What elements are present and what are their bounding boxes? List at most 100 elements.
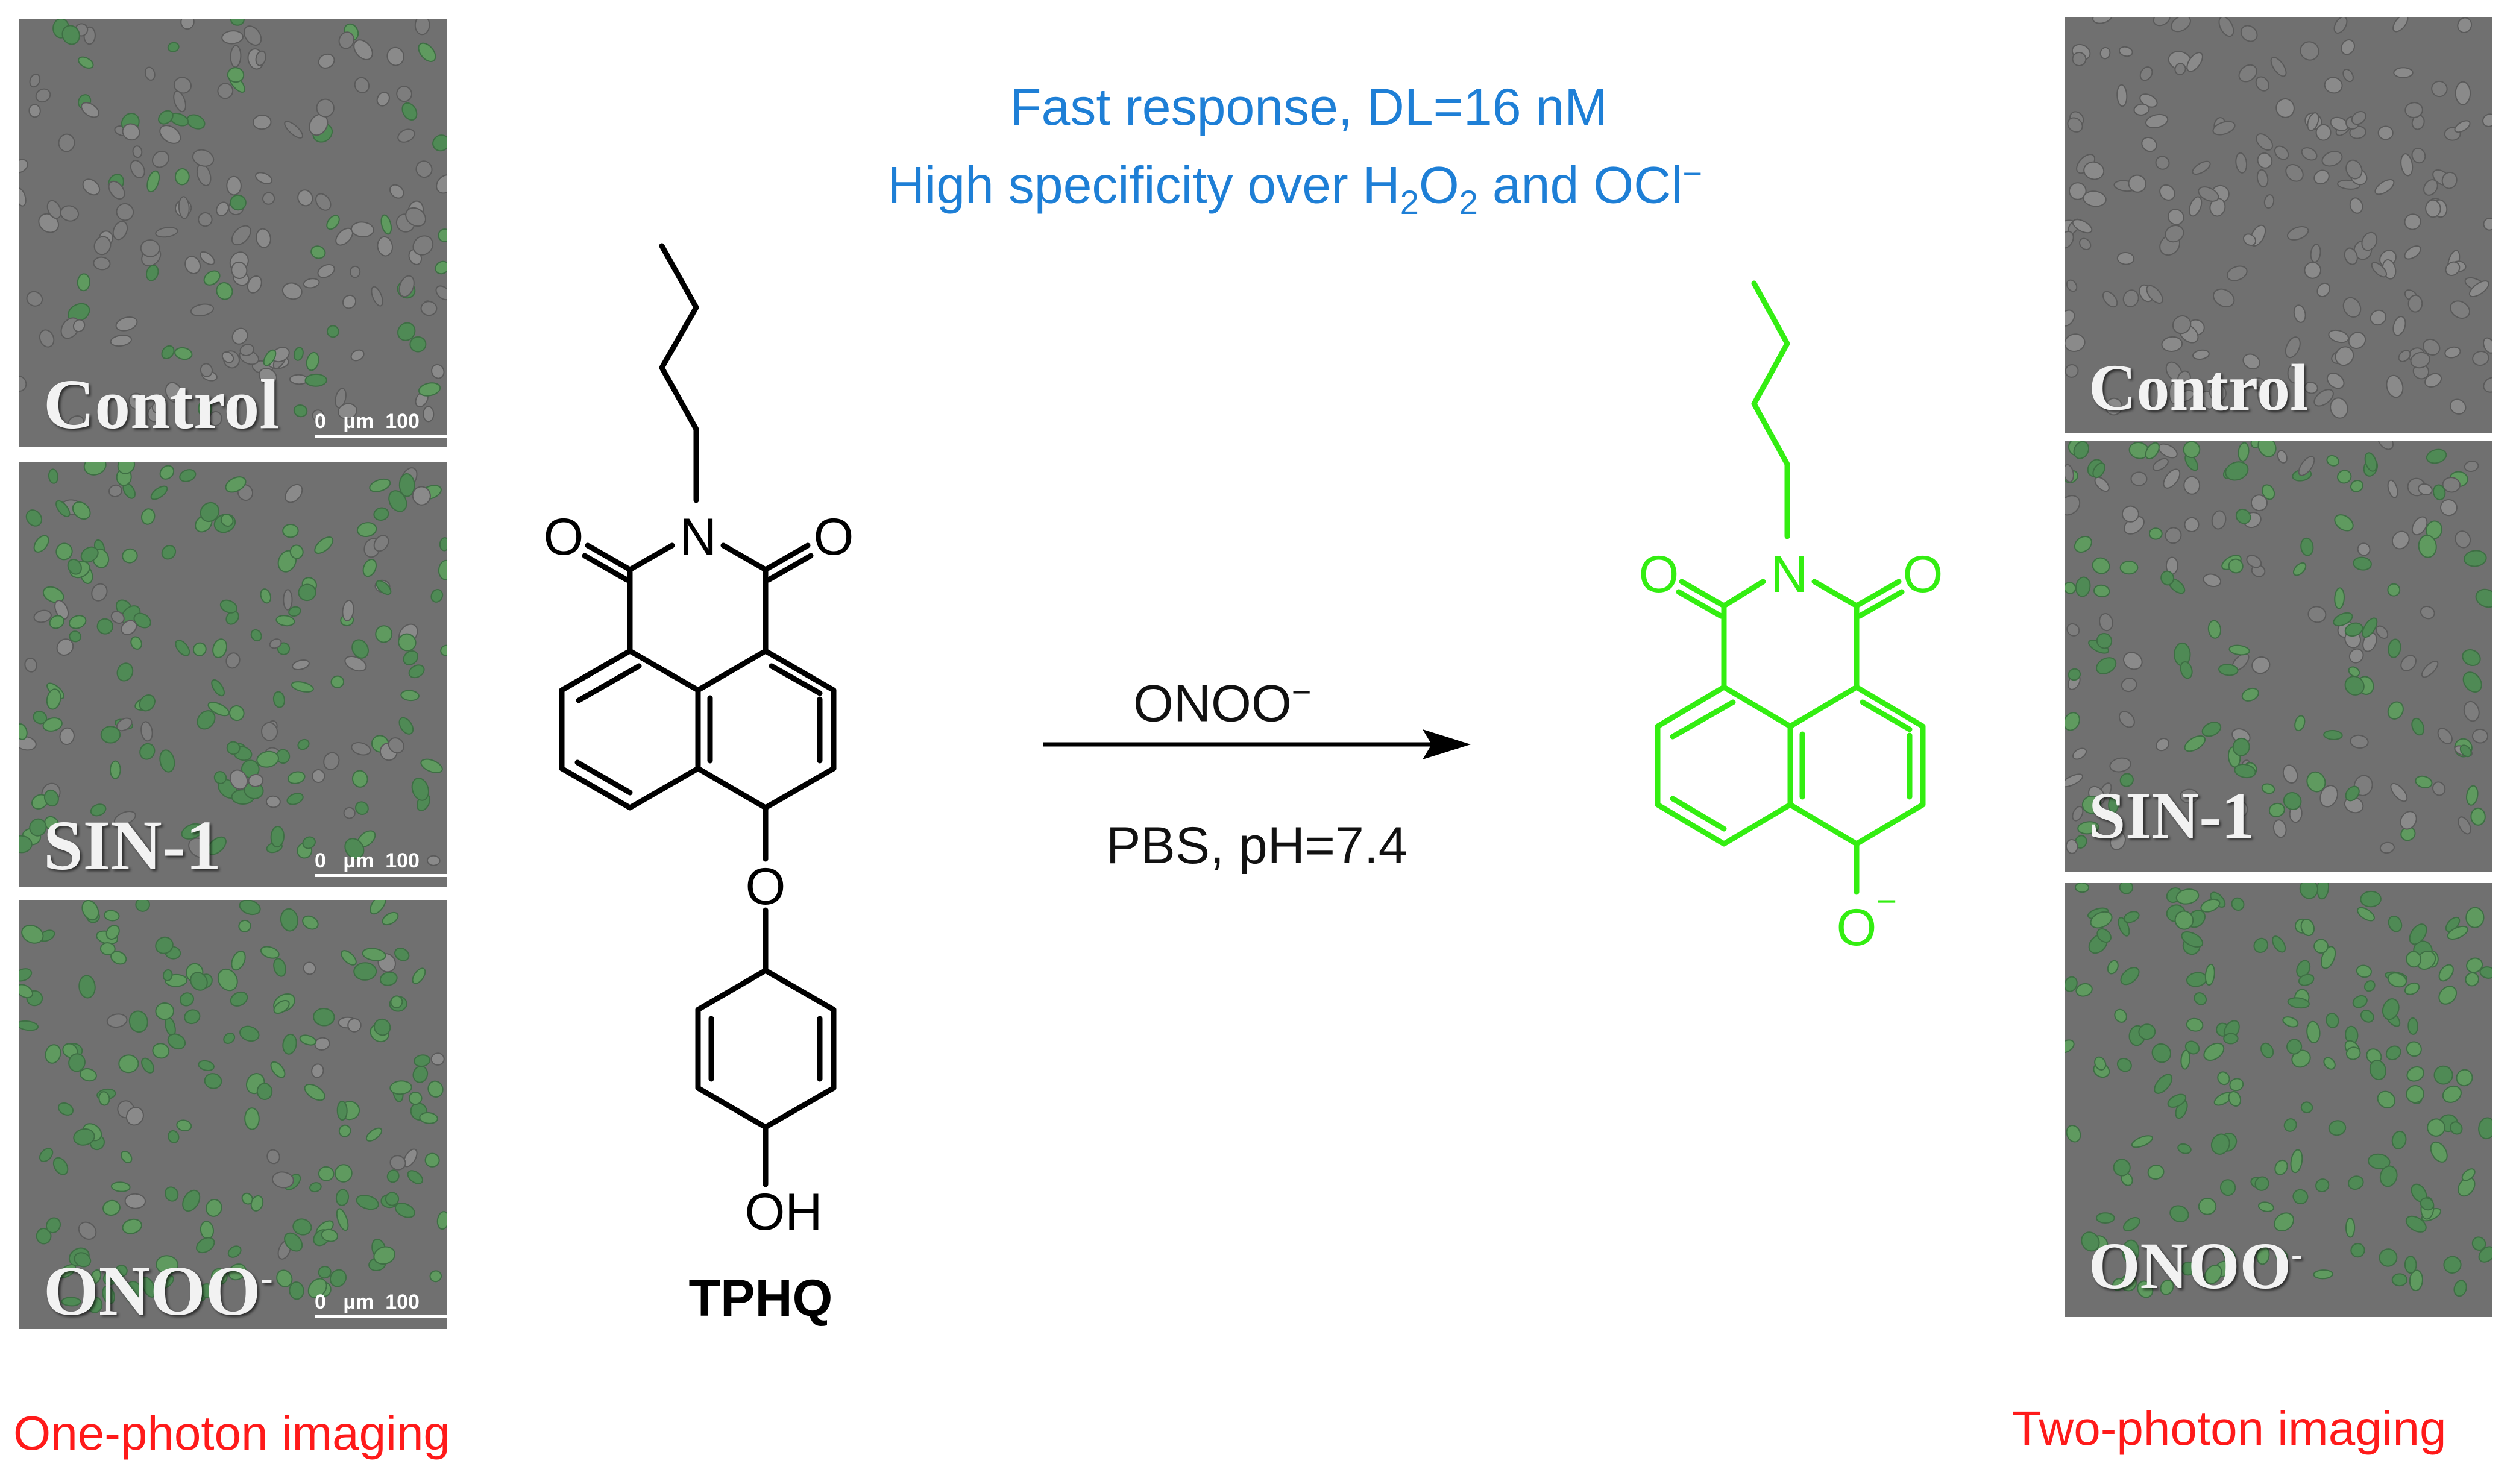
product-bonds xyxy=(1655,280,1926,895)
cell xyxy=(355,801,369,816)
cell xyxy=(2450,300,2471,319)
cell xyxy=(19,1020,39,1031)
scale-unit: μm xyxy=(343,1291,374,1313)
cell xyxy=(2203,1042,2225,1061)
cell xyxy=(2192,160,2211,175)
cell xyxy=(284,121,303,139)
cell xyxy=(102,1199,121,1216)
cell xyxy=(57,1102,74,1116)
cell xyxy=(2411,148,2426,164)
cell xyxy=(2344,676,2365,696)
cell xyxy=(2404,1256,2417,1274)
cell xyxy=(2344,622,2363,637)
cell xyxy=(2065,712,2080,731)
cell xyxy=(2461,1168,2476,1181)
cell xyxy=(121,620,137,635)
cell xyxy=(255,50,266,66)
cell xyxy=(213,771,227,784)
cell xyxy=(2252,377,2266,389)
cell xyxy=(2075,983,2093,997)
cell xyxy=(45,1044,61,1064)
cell xyxy=(61,25,80,45)
cell xyxy=(430,589,444,603)
cell xyxy=(269,638,282,649)
cell xyxy=(2418,483,2433,495)
cell xyxy=(2186,52,2203,72)
cell xyxy=(2165,225,2184,243)
cell xyxy=(2120,967,2140,986)
cell xyxy=(225,611,239,625)
cell xyxy=(2262,484,2275,500)
cell xyxy=(342,294,357,309)
cell xyxy=(2207,620,2221,639)
cell xyxy=(380,214,392,235)
cell xyxy=(309,1182,322,1193)
left-panel-control: Control 0 μm 100 xyxy=(19,19,447,447)
cell xyxy=(2341,39,2356,55)
scale-zero: 0 xyxy=(315,410,326,433)
cell xyxy=(2154,1074,2173,1094)
cell xyxy=(2326,372,2345,389)
cell xyxy=(2251,656,2271,674)
cell xyxy=(286,793,304,805)
cell xyxy=(2387,701,2404,720)
cell xyxy=(216,201,230,216)
cell xyxy=(118,1054,139,1074)
cell xyxy=(326,325,339,338)
scale-zero: 0 xyxy=(315,849,326,872)
cell xyxy=(2392,316,2406,336)
cell xyxy=(330,675,345,688)
cell xyxy=(2371,262,2388,278)
cell xyxy=(2096,633,2113,649)
cell xyxy=(159,749,175,773)
cell xyxy=(19,984,33,999)
cell xyxy=(2427,1118,2445,1137)
cell xyxy=(2274,145,2289,160)
cell xyxy=(2184,517,2200,532)
cell xyxy=(2118,711,2135,728)
cell xyxy=(347,1018,362,1033)
cell xyxy=(389,1155,406,1171)
atom-o-right: O xyxy=(1903,545,1943,603)
cell xyxy=(2387,583,2401,597)
cell xyxy=(260,722,278,741)
cell xyxy=(2465,907,2485,928)
cell xyxy=(2391,1273,2408,1287)
cell xyxy=(272,691,285,708)
cell xyxy=(429,1270,442,1283)
cell xyxy=(2242,353,2260,370)
cell xyxy=(373,507,389,521)
cell xyxy=(2257,152,2273,169)
cell xyxy=(2330,397,2348,419)
cell xyxy=(2181,931,2204,948)
cell xyxy=(238,919,251,932)
cell xyxy=(61,1297,81,1307)
cell xyxy=(68,1053,86,1072)
cell xyxy=(2119,773,2134,787)
cell xyxy=(2315,1178,2330,1193)
cell xyxy=(2065,976,2078,992)
cell xyxy=(19,187,27,207)
note-fast-response: Fast response, DL=16 nM xyxy=(1010,78,1608,136)
cell xyxy=(2113,1159,2131,1177)
cell xyxy=(184,1009,201,1025)
cell xyxy=(2478,1117,2492,1140)
cell xyxy=(250,1195,264,1212)
cell xyxy=(2369,1060,2386,1081)
cell xyxy=(2075,576,2091,597)
cell xyxy=(2235,152,2248,174)
cell xyxy=(2225,461,2249,481)
cell xyxy=(2483,337,2492,354)
cell xyxy=(2409,923,2427,945)
cell xyxy=(2319,785,2338,808)
cell xyxy=(2139,66,2153,81)
cell xyxy=(2357,907,2375,922)
cell xyxy=(435,260,447,275)
cell xyxy=(78,975,96,999)
cell xyxy=(2410,351,2430,369)
cell xyxy=(2420,606,2435,620)
cell xyxy=(2171,17,2191,33)
cell xyxy=(2121,678,2137,693)
cell xyxy=(2299,883,2318,899)
cell xyxy=(388,490,407,512)
